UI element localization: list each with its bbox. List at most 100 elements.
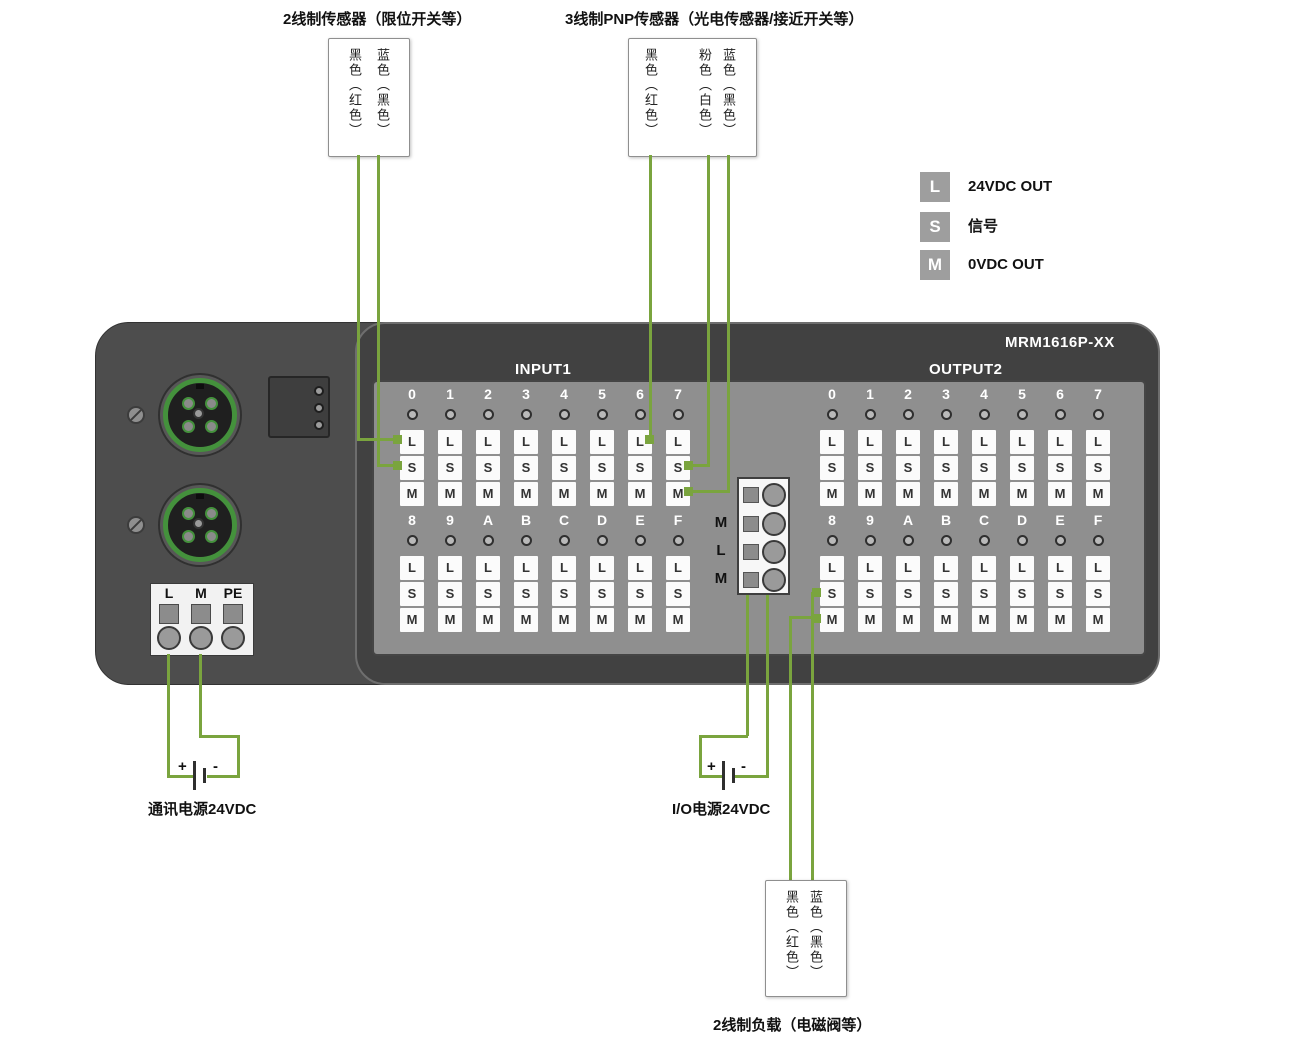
wire bbox=[735, 775, 768, 778]
terminal-S: S bbox=[628, 582, 652, 606]
wire-color-label: 蓝色（黑色） bbox=[375, 48, 390, 138]
terminal-L: L bbox=[934, 556, 958, 580]
channel-number: C bbox=[978, 512, 990, 528]
terminal-S: S bbox=[934, 456, 958, 480]
legend-key-S: S bbox=[920, 212, 950, 242]
terminal-M: M bbox=[1086, 608, 1110, 632]
terminal-S: S bbox=[400, 456, 424, 480]
mount-screw-bottom bbox=[127, 516, 145, 534]
terminal-L: L bbox=[820, 556, 844, 580]
terminal-S: S bbox=[628, 456, 652, 480]
terminal-L: L bbox=[666, 556, 690, 580]
status-led bbox=[314, 386, 324, 396]
sensor3-title: 3线制PNP传感器（光电传感器/接近开关等） bbox=[565, 11, 864, 28]
terminal-S: S bbox=[1048, 456, 1072, 480]
connector-center-pin bbox=[193, 518, 204, 529]
terminal-L: L bbox=[858, 430, 882, 454]
terminal-L: L bbox=[1086, 556, 1110, 580]
wire bbox=[789, 616, 792, 880]
terminal-M: M bbox=[514, 608, 538, 632]
terminal-L: L bbox=[1010, 430, 1034, 454]
channel-number: 2 bbox=[904, 386, 912, 402]
wire bbox=[790, 616, 814, 619]
wire bbox=[727, 155, 730, 493]
terminal-M: M bbox=[628, 608, 652, 632]
channel-led bbox=[827, 409, 838, 420]
minus-sign: - bbox=[741, 758, 746, 775]
wire bbox=[811, 592, 814, 880]
channel-led bbox=[673, 409, 684, 420]
wire bbox=[707, 155, 710, 467]
legend-key-L: L bbox=[920, 172, 950, 202]
connector-pin bbox=[182, 397, 195, 410]
output-title: OUTPUT2 bbox=[929, 361, 1003, 378]
terminal-S: S bbox=[972, 582, 996, 606]
terminal-L: L bbox=[972, 556, 996, 580]
terminal-screw bbox=[743, 516, 759, 532]
terminal-label-m: M bbox=[195, 585, 207, 601]
channel-led bbox=[483, 535, 494, 546]
battery-minus-bar bbox=[203, 768, 206, 783]
wire bbox=[377, 155, 380, 467]
wire bbox=[746, 595, 749, 736]
terminal-L: L bbox=[896, 556, 920, 580]
terminal-M: M bbox=[858, 482, 882, 506]
terminal-M: M bbox=[590, 482, 614, 506]
m12-connector-bottom bbox=[163, 488, 237, 562]
terminal-M: M bbox=[858, 608, 882, 632]
terminal-M: M bbox=[590, 608, 614, 632]
terminal-M: M bbox=[666, 608, 690, 632]
channel-number: 9 bbox=[446, 512, 454, 528]
connector-pin bbox=[205, 397, 218, 410]
channel-led bbox=[673, 535, 684, 546]
terminal-M: M bbox=[1048, 482, 1072, 506]
terminal-hole bbox=[189, 626, 213, 650]
terminal-L: L bbox=[1010, 556, 1034, 580]
terminal-label-pe: PE bbox=[223, 585, 243, 601]
wire bbox=[699, 775, 723, 778]
channel-number: 7 bbox=[1094, 386, 1102, 402]
terminal-hole bbox=[762, 483, 786, 507]
channel-number: E bbox=[635, 512, 645, 528]
terminal-S: S bbox=[934, 582, 958, 606]
terminal-M: M bbox=[514, 482, 538, 506]
channel-number: 7 bbox=[674, 386, 682, 402]
terminal-hole bbox=[762, 512, 786, 536]
wire-connector bbox=[393, 461, 402, 470]
channel-number: 4 bbox=[560, 386, 568, 402]
terminal-S: S bbox=[896, 582, 920, 606]
wire bbox=[199, 735, 240, 738]
connector-pin bbox=[205, 530, 218, 543]
wire bbox=[377, 464, 397, 467]
wire-connector bbox=[812, 614, 821, 623]
wire bbox=[207, 775, 240, 778]
mid-terminal-label-m2: M bbox=[714, 570, 728, 587]
wire bbox=[357, 155, 360, 441]
terminal-L: L bbox=[896, 430, 920, 454]
battery-minus-bar bbox=[732, 768, 735, 783]
terminal-M: M bbox=[438, 608, 462, 632]
connector-pin bbox=[205, 507, 218, 520]
channel-number: A bbox=[902, 512, 914, 528]
channel-led bbox=[521, 409, 532, 420]
terminal-M: M bbox=[400, 608, 424, 632]
terminal-L: L bbox=[1048, 556, 1072, 580]
channel-led bbox=[445, 409, 456, 420]
terminal-S: S bbox=[1010, 582, 1034, 606]
status-led bbox=[314, 420, 324, 430]
terminal-S: S bbox=[1048, 582, 1072, 606]
terminal-L: L bbox=[1086, 430, 1110, 454]
